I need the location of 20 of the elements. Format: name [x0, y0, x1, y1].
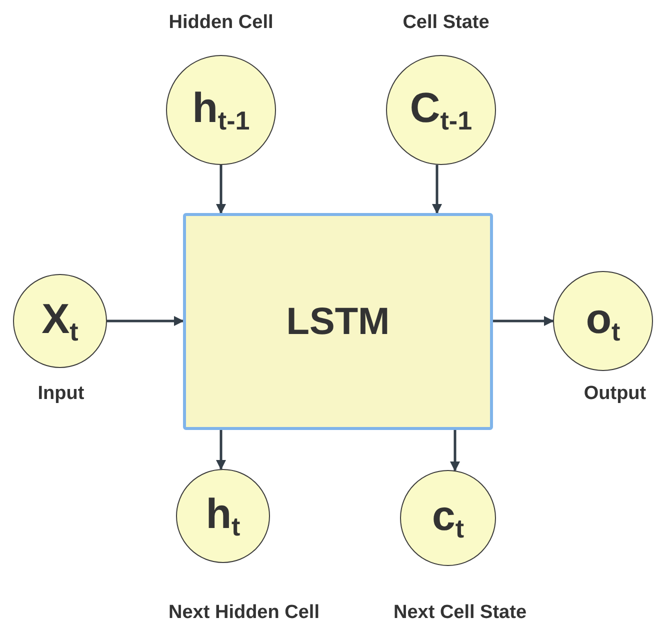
node-caption: Cell State [402, 12, 490, 34]
variable-label: c$_{t}$ [432, 494, 464, 542]
variable-label: h$_{t-1}$ [192, 86, 250, 134]
variable-label: h$_{t}$ [206, 492, 240, 540]
variable-label: C$_{t-1}$ [410, 86, 472, 134]
node-caption: Input [38, 383, 84, 405]
node-caption: Next Cell State [393, 602, 527, 624]
arrow [216, 430, 226, 470]
variable-label: X$_{t}$ [42, 298, 78, 344]
arrow [450, 430, 460, 472]
node-caption: Next Hidden Cell [168, 602, 320, 624]
lstm-block [183, 213, 493, 430]
block-label: LSTM [286, 302, 390, 340]
arrow [216, 165, 226, 214]
arrow [493, 316, 554, 326]
node-caption: Output [584, 383, 646, 405]
variable-label: o$_{t}$ [586, 298, 620, 344]
node-caption: Hidden Cell [168, 12, 274, 34]
arrow [432, 164, 442, 214]
arrow [107, 316, 184, 326]
